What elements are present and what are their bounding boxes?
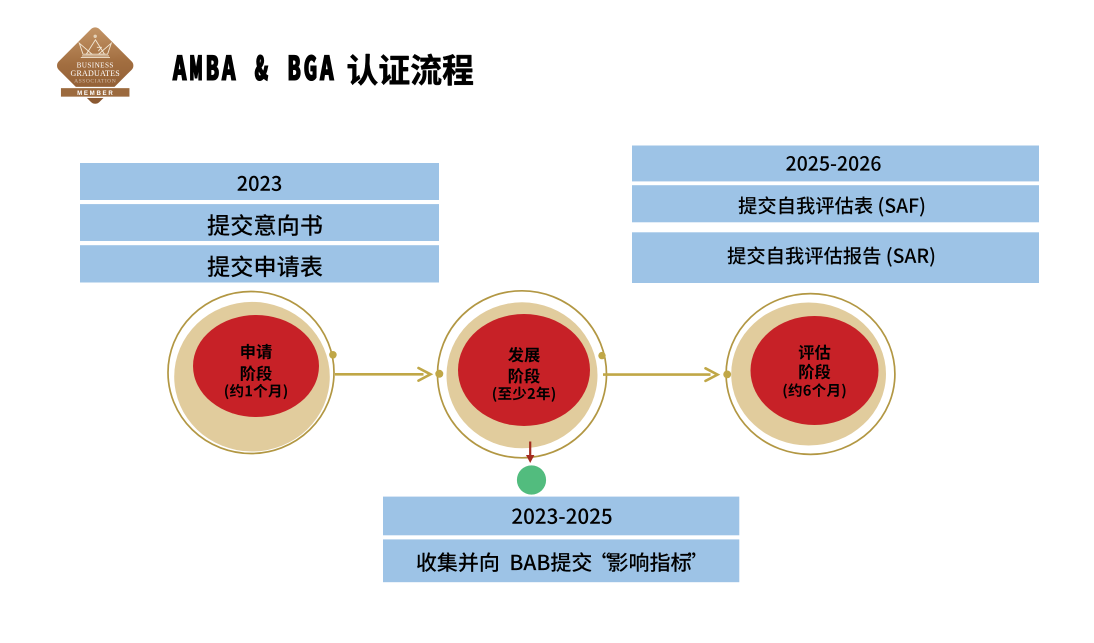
svg-text:GRADUATES: GRADUATES (71, 69, 120, 78)
svg-text:MEMBER: MEMBER (77, 90, 114, 97)
svg-text:ASSOCIATION: ASSOCIATION (74, 79, 116, 85)
svg-text:BUSINESS: BUSINESS (77, 62, 114, 70)
